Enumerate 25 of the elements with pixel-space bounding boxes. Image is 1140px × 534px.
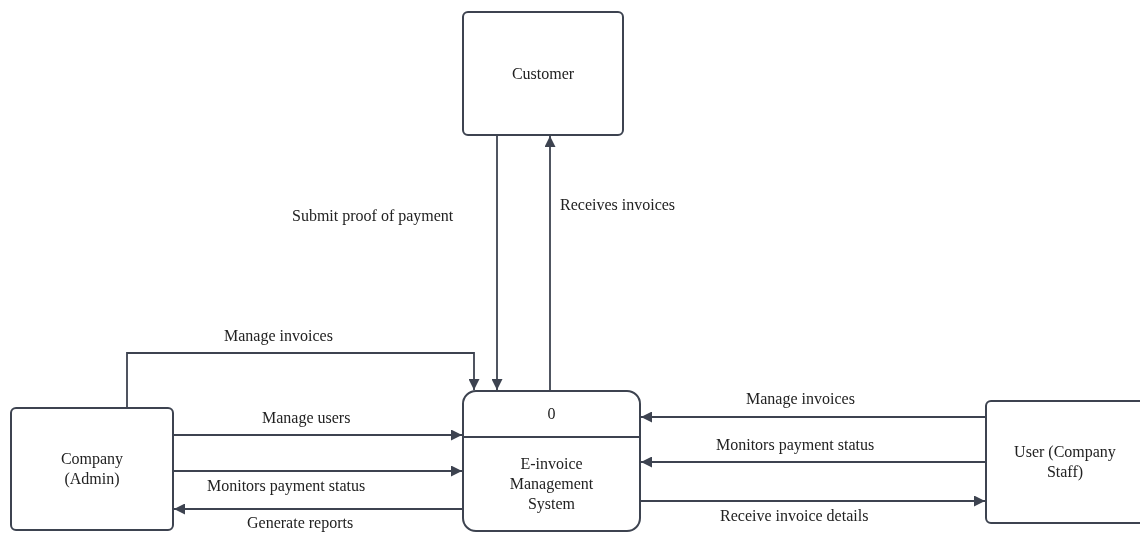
entity-name: Customer [511, 63, 575, 84]
arrow [173, 429, 463, 441]
arrow [640, 456, 986, 468]
arrow [491, 135, 503, 391]
edge-label: Monitors payment status [205, 477, 368, 495]
arrow [544, 135, 556, 391]
entity-box [985, 400, 1140, 524]
arrow [173, 503, 463, 515]
edge-label: Manage invoices [222, 327, 335, 345]
edge-label: Submit proof of payment [290, 207, 456, 225]
arrow [640, 495, 986, 507]
arrow [640, 411, 986, 423]
edge-label: Monitors payment status [714, 436, 877, 454]
arrow [126, 352, 480, 408]
edge-label: Manage invoices [744, 390, 857, 408]
arrow [173, 465, 463, 477]
entity-name: User (Company Staff) [1013, 442, 1117, 482]
edge-label: Generate reports [245, 514, 356, 532]
process-number: 0 [547, 404, 556, 424]
process-box [462, 390, 641, 532]
entity-box [462, 11, 624, 136]
process-name: E-invoice Management System [508, 454, 595, 514]
edge-label: Manage users [260, 409, 353, 427]
entity-name: Company (Admin) [59, 449, 125, 489]
entity-box [10, 407, 174, 531]
